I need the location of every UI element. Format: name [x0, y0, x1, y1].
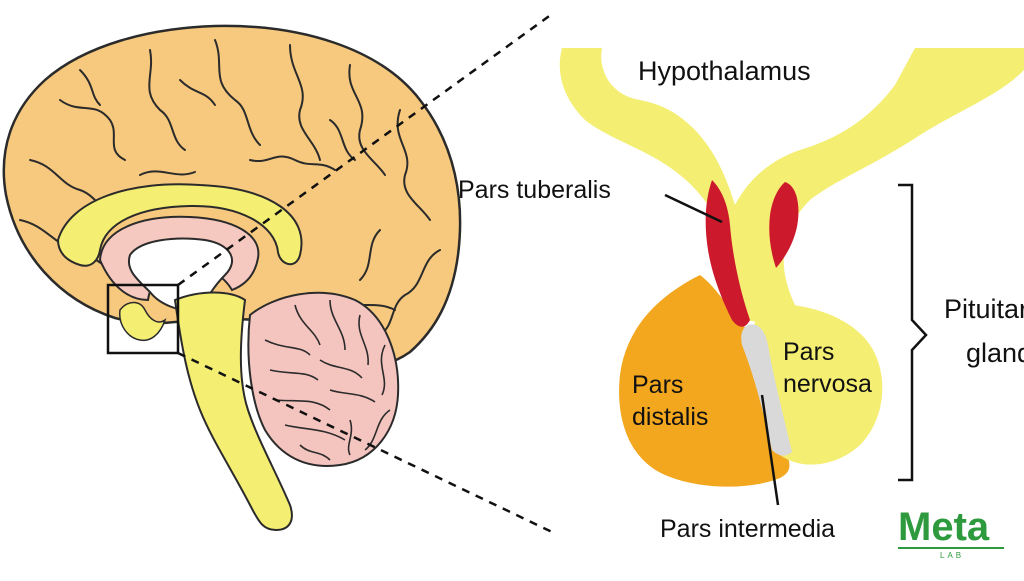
cerebellum [247, 291, 400, 467]
pars-tuberalis-right [769, 182, 799, 268]
cerebellum-folia [264, 299, 391, 461]
label-pituitary-line1: Pituitary [944, 294, 1024, 324]
label-pituitary-line2: gland [966, 338, 1024, 368]
meta-lab-logo: Meta LAB [894, 500, 1012, 560]
pars-intermedia-leader [760, 394, 780, 506]
pituitary-detail [559, 48, 1024, 506]
pars-tuberalis-left [705, 180, 750, 327]
brain-pituitary-small [119, 301, 167, 342]
pars-tuberalis-leader [664, 193, 723, 224]
logo-text: Meta [898, 505, 990, 549]
logo-backdrop [894, 500, 1012, 556]
brain-section [2, 12, 553, 534]
pars-intermedia-region [741, 324, 792, 456]
label-hypothalamus: Hypothalamus [638, 56, 811, 86]
zoom-line-bottom [177, 351, 553, 534]
label-pars-nervosa-line2: nervosa [783, 370, 872, 398]
label-pars-intermedia: Pars intermedia [660, 515, 835, 543]
logo-subtext: LAB [940, 551, 964, 560]
zoom-line-top [177, 12, 553, 287]
label-pars-tuberalis: Pars tuberalis [458, 176, 611, 204]
label-pars-distalis-line2: distalis [632, 403, 708, 431]
label-pars-distalis-line1: Pars [632, 371, 683, 399]
label-pars-nervosa-line1: Pars [783, 338, 834, 366]
corpus-callosum [56, 183, 303, 267]
brainstem [173, 291, 293, 532]
pars-distalis-region [619, 275, 790, 487]
pituitary-bracket [898, 183, 928, 482]
labels: Hypothalamus Pars tuberalis Pars nervosa… [458, 56, 1024, 543]
zoom-box [106, 283, 180, 355]
